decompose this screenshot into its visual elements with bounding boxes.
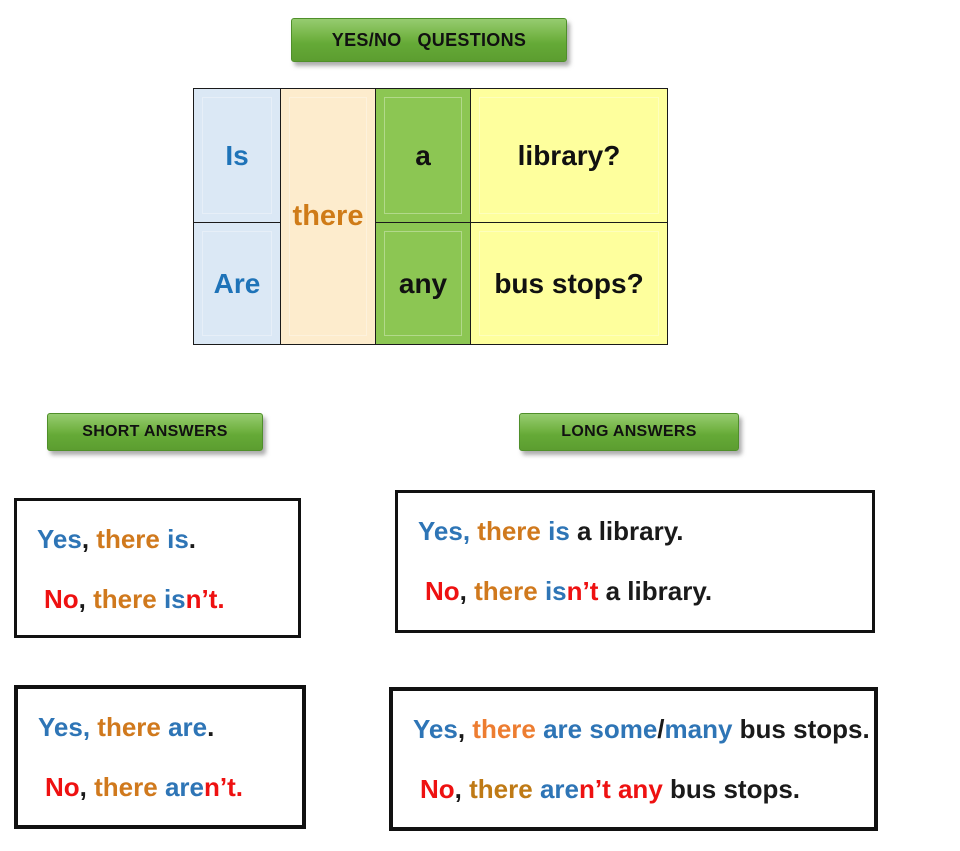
short-answers-banner: SHORT ANSWERS xyxy=(47,413,263,451)
cell-bus-stops: bus stops? xyxy=(471,223,667,344)
cell-is: Is xyxy=(194,89,280,222)
cell-a: a xyxy=(376,89,470,222)
answer-line-yes-there-are: Yes, there are. xyxy=(38,711,215,742)
answer-line-yes-there-is-a-library: Yes, there is a library. xyxy=(418,515,684,546)
title-banner: YES/NO QUESTIONS xyxy=(291,18,567,62)
long-answers-banner: LONG ANSWERS xyxy=(519,413,739,451)
cell-library: library? xyxy=(471,89,667,222)
cell-any: any xyxy=(376,223,470,344)
question-table: Is there a library? Are any bus stops? xyxy=(193,88,668,345)
answer-line-yes-there-is: Yes, there is. xyxy=(37,523,197,554)
cell-are: Are xyxy=(194,223,280,344)
cell-there: there xyxy=(281,89,375,344)
answer-line-yes-there-are-some-many-bus-stops: Yes, there are some/many bus stops. xyxy=(413,713,870,744)
answer-box-long-are: Yes, there are some/many bus stops. No, … xyxy=(389,687,878,831)
